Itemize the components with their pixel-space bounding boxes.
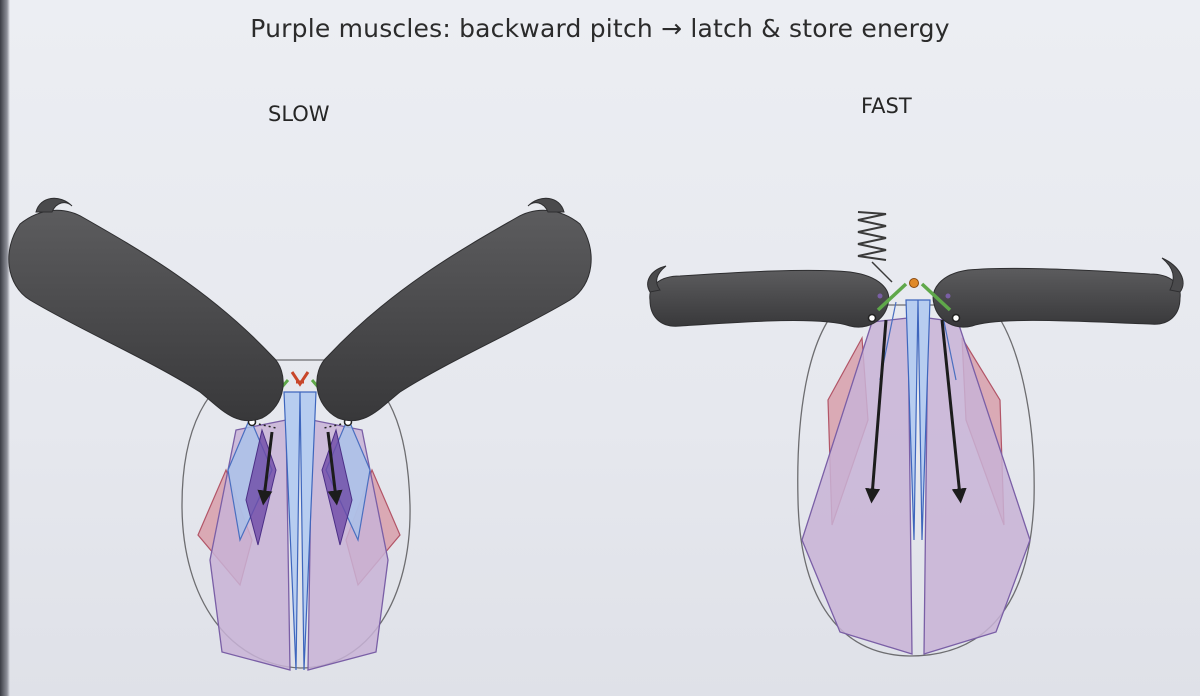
- fast-purple-muscle-left: [802, 318, 912, 654]
- spring-icon: [858, 212, 886, 260]
- slow-mandible-left: [9, 210, 283, 420]
- latch-icon: [910, 279, 919, 288]
- fast-joint-left: [878, 294, 883, 299]
- latch-icon: [292, 372, 308, 384]
- slow-mandible-right: [317, 210, 591, 420]
- fast-pivot-left: [869, 315, 876, 322]
- fast-diagram: [648, 212, 1183, 656]
- fast-pivot-right: [953, 315, 960, 322]
- fast-mandible-right: [933, 268, 1180, 327]
- fast-joint-right: [946, 294, 951, 299]
- fast-mandible-left: [650, 270, 889, 327]
- slow-diagram: [9, 198, 591, 670]
